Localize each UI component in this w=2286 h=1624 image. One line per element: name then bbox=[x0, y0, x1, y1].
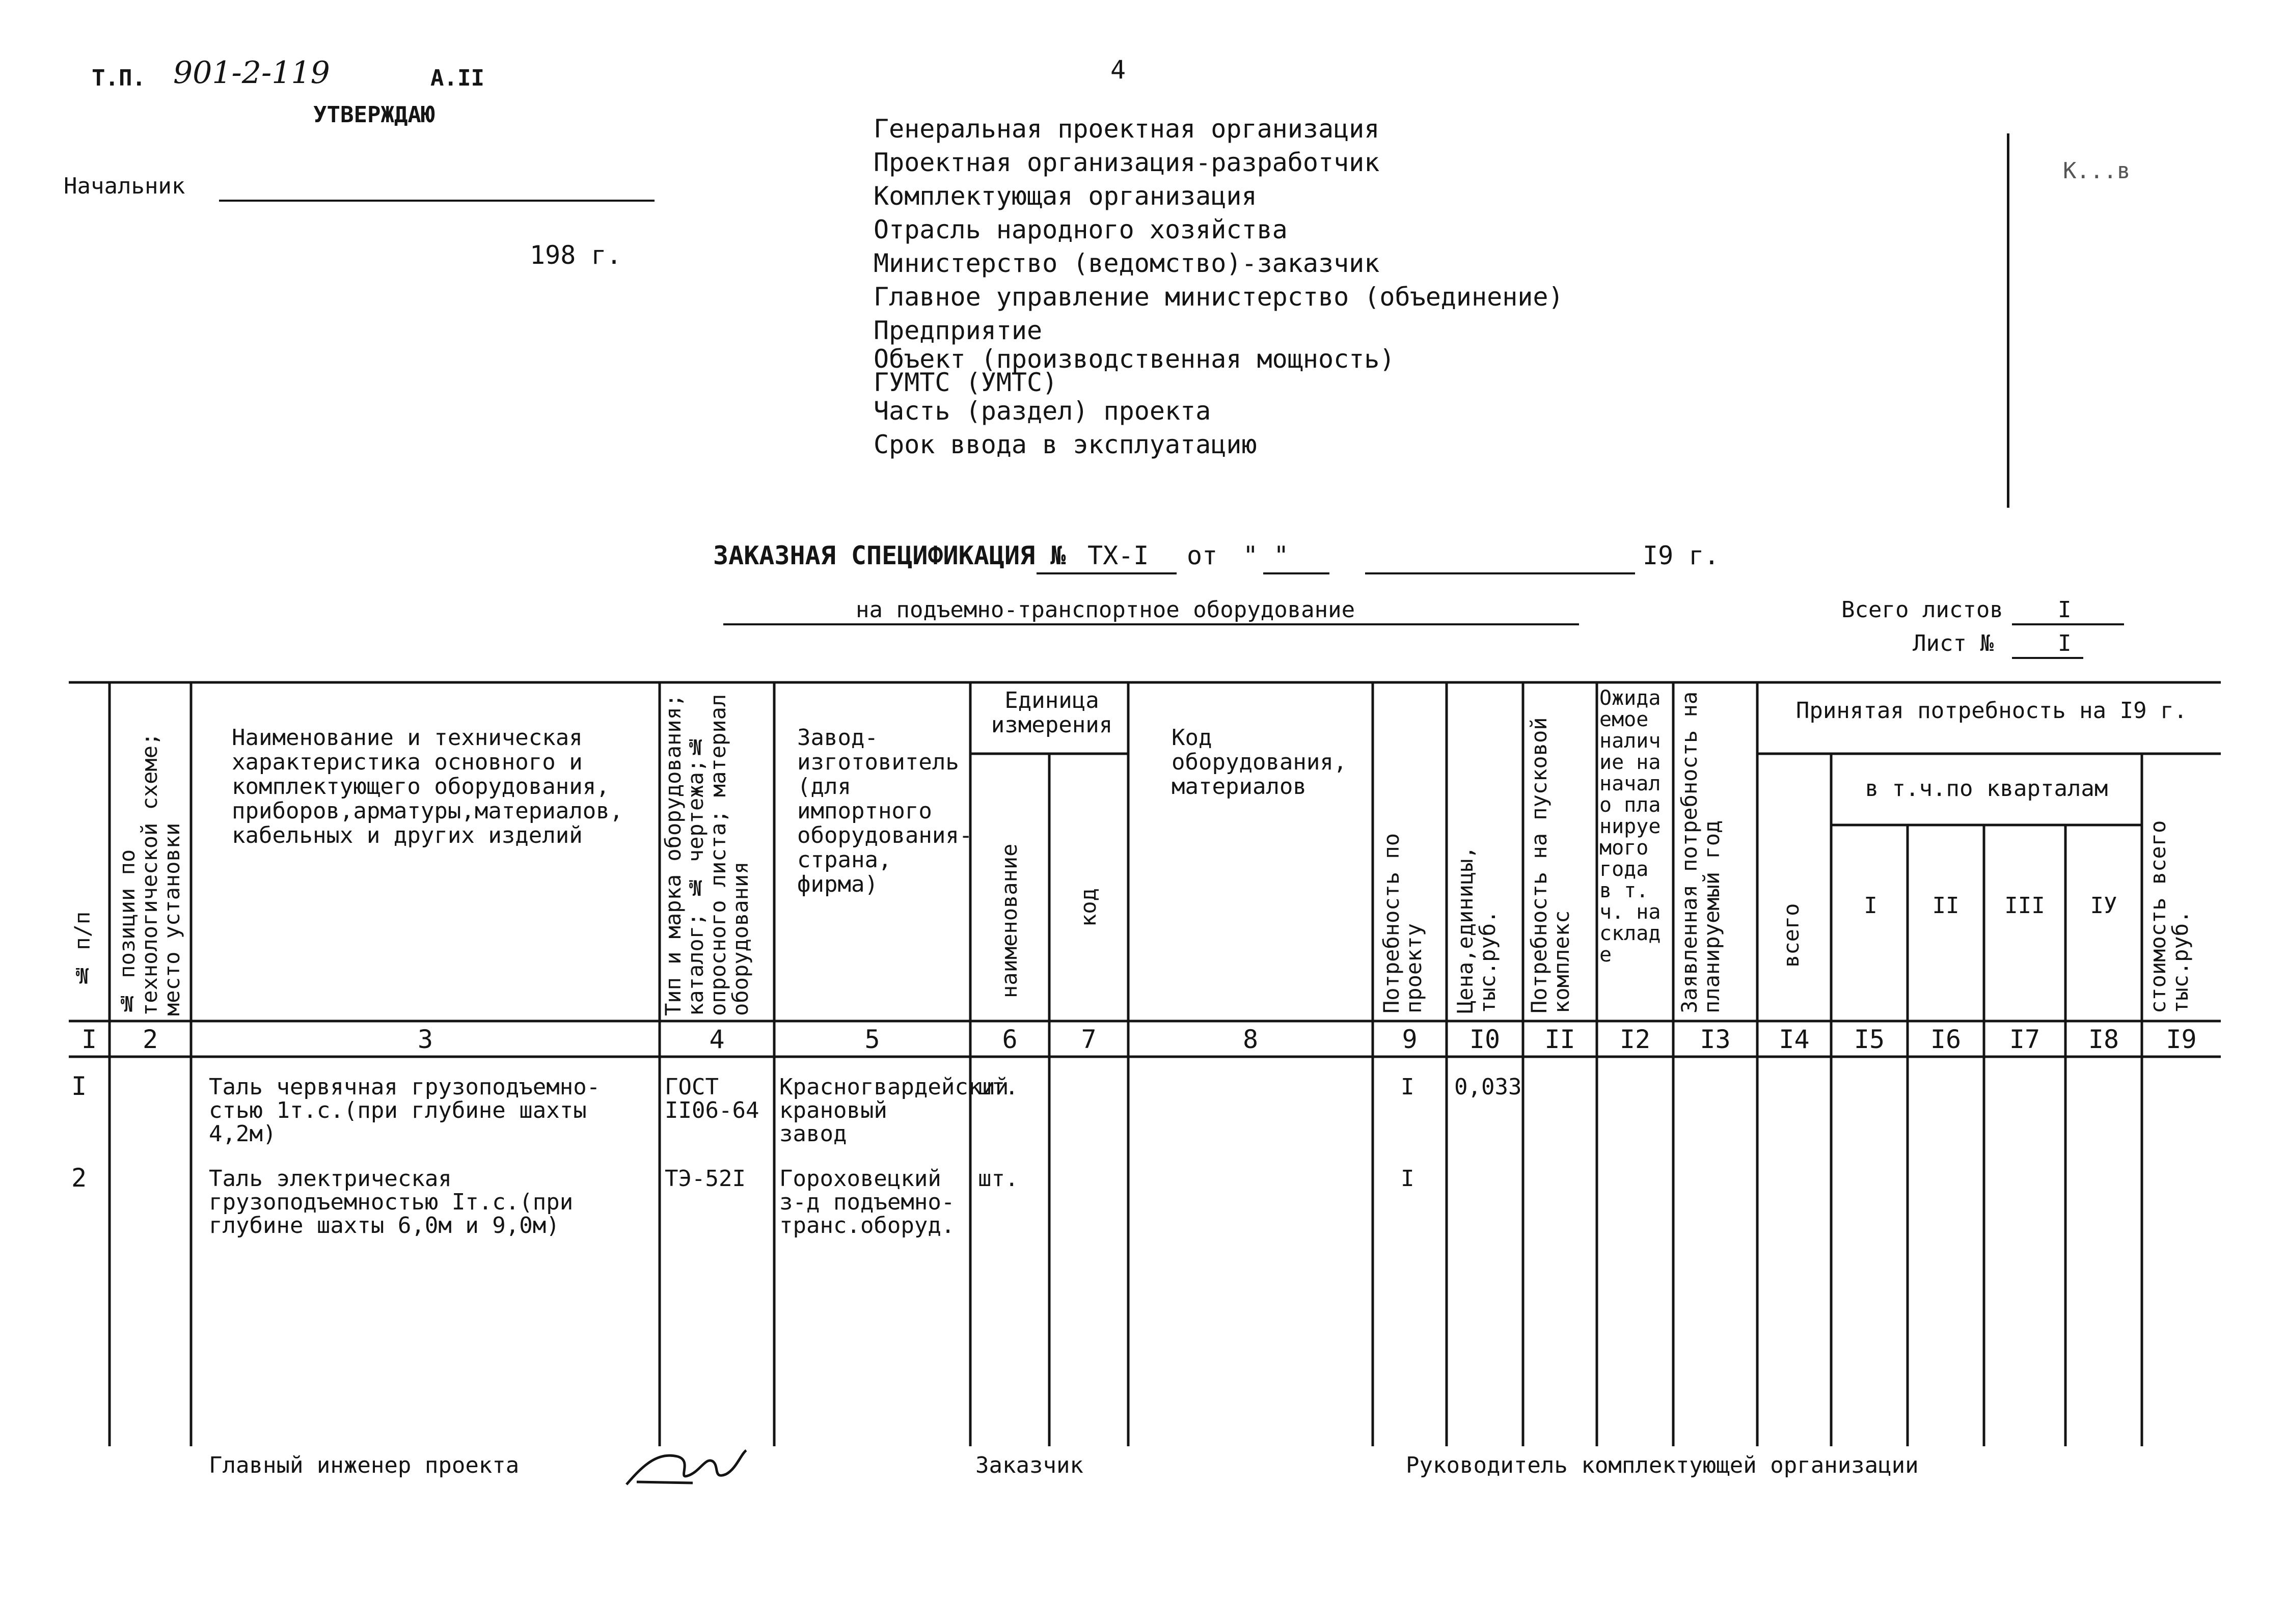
approve-label: УТВЕРЖДАЮ bbox=[313, 102, 435, 128]
col-header-position: № позиции по технологической схеме; мест… bbox=[115, 732, 184, 1016]
col-number: 9 bbox=[1402, 1025, 1418, 1054]
col-number: I2 bbox=[1619, 1025, 1651, 1054]
footer-chief-engineer: Главный инженер проекта bbox=[209, 1452, 520, 1478]
row-1-name: Таль червячная грузоподъемно-стью 1т.с.(… bbox=[209, 1074, 601, 1147]
col-header-declared: Заявленная потребность на планируемый го… bbox=[1677, 691, 1724, 1013]
row-2-type: ТЭ-52I bbox=[665, 1166, 746, 1192]
col-header-maker: Завод-изготовитель (для импортного обору… bbox=[797, 725, 973, 897]
org-line: Предприятие bbox=[874, 316, 1043, 345]
page-number: 4 bbox=[1110, 55, 1126, 85]
col-header-price: Цена,единицы, тыс.руб. bbox=[1453, 846, 1500, 1013]
org-line: Срок ввода в эксплуатацию bbox=[874, 430, 1257, 459]
spec-subject: на подъемно-транспортное оборудование bbox=[856, 597, 1355, 623]
org-line: ГУМТС (УМТС) bbox=[874, 368, 1058, 397]
spec-date-quotes: " " bbox=[1243, 541, 1289, 570]
spec-title: ЗАКАЗНАЯ СПЕЦИФИКАЦИЯ № bbox=[713, 541, 1066, 570]
col-header-accepted: Принятая потребность на I9 г. bbox=[1795, 698, 2188, 724]
col-number: 6 bbox=[1002, 1025, 1018, 1054]
org-line: Министерство (ведомство)-заказчик bbox=[874, 249, 1380, 278]
col-header-total: всего bbox=[1779, 903, 1804, 968]
org-list: Генеральная проектная организация Проект… bbox=[874, 112, 1564, 461]
footer-customer: Заказчик bbox=[975, 1452, 1083, 1478]
row-2-maker: Гороховецкий з-д подъемно-транс.оборуд. bbox=[779, 1166, 955, 1238]
col-header-unit-name: наименование bbox=[997, 843, 1022, 998]
row-1-need: I bbox=[1401, 1074, 1414, 1100]
spec-number-line bbox=[1037, 572, 1177, 574]
spec-day-line bbox=[1263, 572, 1329, 574]
col-header-need: Потребность по проекту bbox=[1379, 833, 1426, 1013]
row-2-unit: шт. bbox=[978, 1166, 1019, 1192]
year-label: 198 г. bbox=[530, 240, 622, 270]
org-line: Отрасль народного хозяйства bbox=[874, 215, 1288, 244]
spec-from: от bbox=[1187, 541, 1218, 570]
col-header-unit: Единица измерения bbox=[991, 687, 1113, 738]
row-1-unit: шт. bbox=[978, 1074, 1019, 1100]
corner-mark: К...в bbox=[2063, 158, 2131, 184]
total-sheets-value: I bbox=[2058, 597, 2072, 623]
row-1-num: I bbox=[71, 1071, 87, 1101]
row-1-price: 0,033 bbox=[1454, 1074, 1522, 1100]
col-header-name: Наименование и техническая характеристик… bbox=[232, 725, 623, 848]
total-sheets-line bbox=[2012, 623, 2124, 625]
col-header-unit-code: код bbox=[1076, 888, 1101, 927]
col-header-quarters: в т.ч.по кварталам bbox=[1865, 776, 2108, 802]
org-line: Часть (раздел) проекта bbox=[874, 396, 1211, 426]
org-line: Объект (производственная мощность) bbox=[874, 344, 1395, 374]
col-header-q2: II bbox=[1932, 893, 1960, 919]
col-number: I4 bbox=[1779, 1025, 1810, 1054]
col-header-startup: Потребность на пусковой комплекс bbox=[1527, 717, 1574, 1013]
col-number: I bbox=[81, 1025, 97, 1054]
col-header-q3: III bbox=[2004, 893, 2045, 919]
col-header-q1: I bbox=[1864, 893, 1877, 919]
spec-number: ТХ-I bbox=[1087, 541, 1149, 570]
org-line: Главное управление министерство (объедин… bbox=[874, 282, 1564, 312]
col-number: I5 bbox=[1854, 1025, 1885, 1054]
col-header-cost: стоимость всего тыс.руб. bbox=[2145, 820, 2193, 1013]
header-divider bbox=[2007, 133, 2009, 508]
col-number: I8 bbox=[2088, 1025, 2119, 1054]
col-number: I0 bbox=[1469, 1025, 1501, 1054]
row-2-need: I bbox=[1401, 1166, 1414, 1192]
col-number: I7 bbox=[2009, 1025, 2040, 1054]
org-line: Генеральная проектная организация bbox=[874, 114, 1380, 144]
col-number: 2 bbox=[142, 1025, 158, 1054]
col-number: I6 bbox=[1930, 1025, 1962, 1054]
col-number: 3 bbox=[417, 1025, 433, 1054]
col-number: II bbox=[1544, 1025, 1575, 1054]
col-header-type: Тип и марка оборудования; каталог; № чер… bbox=[661, 694, 753, 1016]
col-header-code: Код оборудования, материалов bbox=[1172, 725, 1347, 800]
album-label: А.II bbox=[430, 65, 484, 91]
tp-label: Т.П. bbox=[92, 65, 146, 91]
row-2-name: Таль электрическая грузоподъемностью Iт.… bbox=[209, 1166, 574, 1238]
col-number: I9 bbox=[2166, 1025, 2197, 1054]
tp-number: 901-2-119 bbox=[173, 55, 330, 91]
col-number: 4 bbox=[709, 1025, 725, 1054]
total-sheets-label: Всего листов bbox=[1841, 597, 2003, 623]
spec-year: I9 г. bbox=[1643, 541, 1720, 570]
col-number: I3 bbox=[1700, 1025, 1731, 1054]
col-header-expected: Ожидаемое наличие на начало планируемого… bbox=[1599, 686, 1661, 967]
row-1-type: ГОСТ II06-64 bbox=[665, 1074, 759, 1123]
chief-signature-line bbox=[219, 200, 655, 202]
chief-label: Начальник bbox=[64, 173, 185, 199]
sheet-line bbox=[2012, 657, 2083, 659]
col-number: 8 bbox=[1242, 1025, 1259, 1054]
sheet-label: Лист № bbox=[1913, 630, 1994, 656]
org-line: Проектная организация-разработчик bbox=[874, 148, 1380, 177]
col-header-num: № п/п bbox=[70, 911, 95, 988]
row-2-num: 2 bbox=[71, 1163, 87, 1193]
col-number: 5 bbox=[864, 1025, 880, 1054]
spec-month-line bbox=[1365, 572, 1635, 574]
col-header-q4: IУ bbox=[2090, 893, 2117, 919]
spec-subject-line bbox=[723, 623, 1579, 625]
sheet-value: I bbox=[2058, 630, 2072, 656]
org-line: Комплектующая организация bbox=[874, 181, 1257, 211]
footer-head-org: Руководитель комплектующей организации bbox=[1406, 1452, 1919, 1478]
col-number: 7 bbox=[1081, 1025, 1097, 1054]
row-1-maker: Красногвардейский крановый завод bbox=[779, 1074, 1009, 1147]
